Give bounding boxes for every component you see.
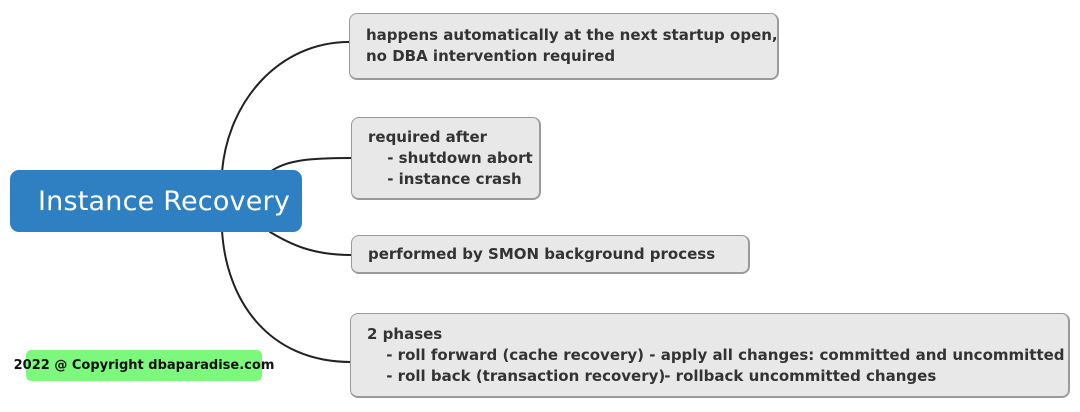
topic-line: required after bbox=[368, 127, 488, 146]
connector-to-auto-startup bbox=[221, 41, 350, 173]
phase-row: - roll forward (cache recovery) - apply … bbox=[367, 345, 1064, 366]
phase-row: - roll back (transaction recovery) - rol… bbox=[367, 366, 1052, 387]
topic-line: - instance crash bbox=[382, 169, 522, 188]
topic-title: 2 phases bbox=[367, 324, 443, 343]
topic-line: performed by SMON background process bbox=[368, 244, 716, 263]
copyright-badge: 2022 @ Copyright dbaparadise.com bbox=[14, 350, 274, 381]
connector-to-smon-process bbox=[269, 231, 352, 256]
topic-node-required-after[interactable]: required after - shutdown abort - instan… bbox=[351, 117, 541, 200]
topic-line: no DBA intervention required bbox=[366, 47, 616, 65]
topic-node-auto-startup[interactable]: happens automatically at the next startu… bbox=[349, 13, 779, 80]
root-node-instance-recovery[interactable]: Instance Recovery bbox=[10, 170, 302, 232]
connector-to-two-phases bbox=[221, 229, 352, 363]
topic-line: happens automatically at the next startu… bbox=[366, 26, 778, 44]
copyright-label: 2022 @ Copyright dbaparadise.com bbox=[13, 358, 275, 373]
phase-name: - roll back (transaction recovery) bbox=[381, 366, 666, 385]
phase-detail: - apply all changes: committed and uncom… bbox=[644, 345, 1065, 364]
phase-name: - roll forward (cache recovery) bbox=[381, 345, 645, 364]
topic-node-smon-process[interactable]: performed by SMON background process bbox=[351, 235, 750, 274]
root-node-label: Instance Recovery bbox=[38, 185, 291, 217]
topic-node-two-phases[interactable]: 2 phases - roll forward (cache recovery)… bbox=[350, 313, 1070, 398]
topic-line: - shutdown abort bbox=[382, 148, 533, 167]
phase-detail: - rollback uncommitted changes bbox=[659, 366, 937, 385]
